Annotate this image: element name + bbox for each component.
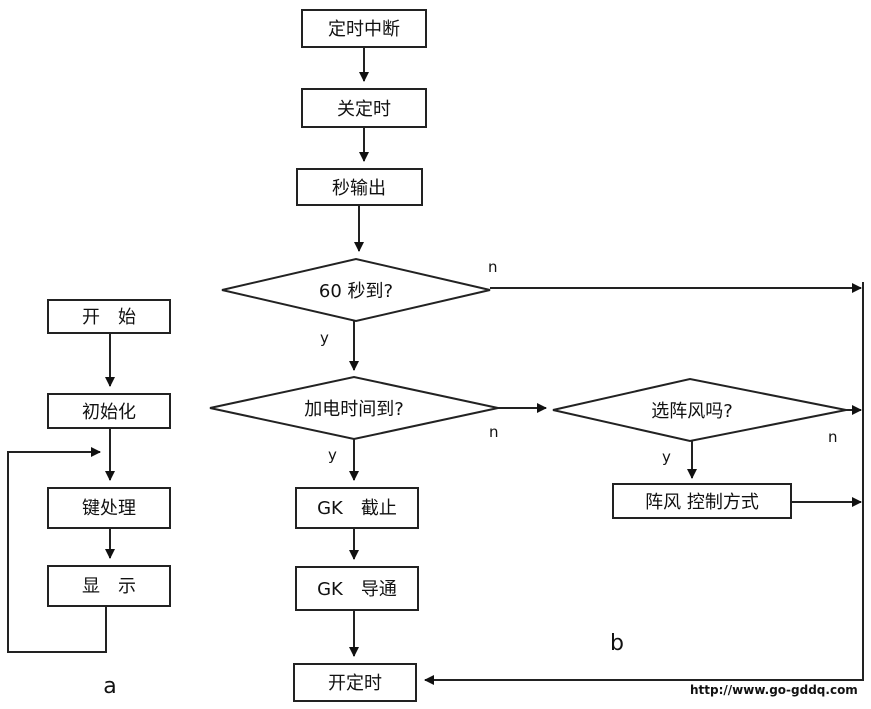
node-select-wind-label: 选阵风吗? [651,401,733,422]
node-display-label: 显 示 [82,576,136,597]
label-power-yes: y [328,446,337,464]
node-start-label: 开 始 [82,307,136,328]
label-sixty-no: n [488,258,498,276]
arrow-return-bus-to-timeron [424,282,864,685]
node-timer-on-label: 开定时 [328,673,382,694]
node-key-box [47,487,171,529]
watermark-url: http://www.go-gddq.com [690,683,858,697]
node-key-label: 键处理 [82,498,136,519]
node-timer-interrupt-label: 定时中断 [328,19,400,40]
label-selectwind-yes: y [662,448,671,466]
flowchart-b: 定时中断 关定时 秒输出 60 秒到? n y 加电时间到? n y GK 截止… [209,9,864,702]
node-gk-off-box [295,487,419,529]
node-power-time-label: 加电时间到? [304,399,404,420]
flowchart-a: 开 始 初始化 键处理 显 示 a [7,299,171,699]
node-second-output-label: 秒输出 [332,178,386,199]
node-timer-off-label: 关定时 [337,99,391,120]
node-init-label: 初始化 [82,402,136,423]
node-gk-off-label: GK 截止 [317,498,397,519]
node-wind-control-label: 阵风 控制方式 [645,492,759,513]
node-gk-on-box [295,566,419,611]
node-display-box [47,565,171,607]
node-timer-off-box [301,88,427,128]
label-power-no: n [489,423,499,441]
node-sixty-sec-diamond [221,257,491,323]
label-a: a [103,674,116,699]
node-second-output-box [296,168,423,206]
node-sixty-sec-label: 60 秒到? [319,281,393,302]
label-selectwind-no: n [828,428,838,446]
node-timer-on-box [293,663,417,702]
label-sixty-yes: y [320,329,329,347]
node-init-box [47,393,171,429]
arrow-display-loop-back [7,447,107,653]
node-gk-on-label: GK 导通 [317,579,397,600]
label-b: b [610,631,624,656]
